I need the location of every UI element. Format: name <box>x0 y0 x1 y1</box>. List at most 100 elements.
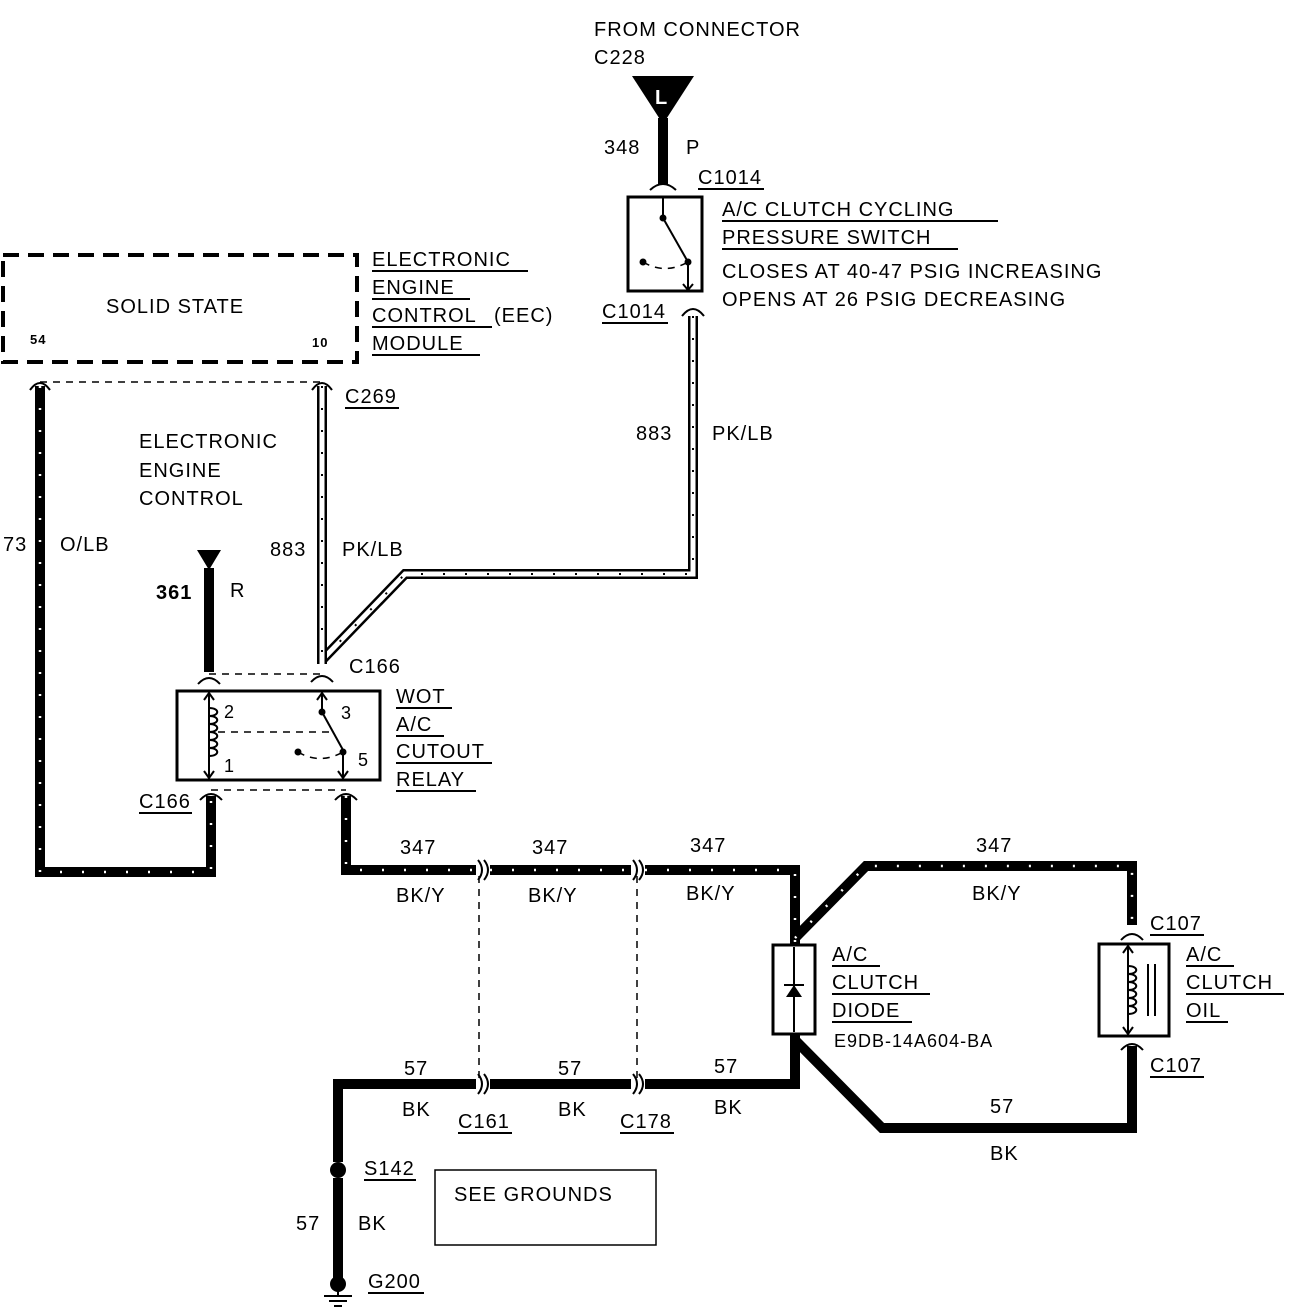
connector-c166-top-label: C166 <box>349 656 401 678</box>
wire-883-upper-color: PK/LB <box>712 423 774 445</box>
ground-g200-dot <box>330 1276 346 1292</box>
wire-73 <box>35 386 216 877</box>
wire-883-switch-to-relay <box>318 316 698 664</box>
relay-name-line3: CUTOUT <box>396 741 485 763</box>
eec-pin-10-mark <box>311 382 333 391</box>
wire-347-seg4-color: BK/Y <box>972 883 1022 905</box>
eec-module-body-text: SOLID STATE <box>106 296 244 318</box>
relay-pin-3: 3 <box>341 703 352 723</box>
connector-c107-top-label: C107 <box>1150 913 1202 935</box>
switch-name-line1: A/C CLUTCH CYCLING <box>722 199 954 221</box>
wire-361-color: R <box>230 580 245 602</box>
connector-c161-bottom-mark <box>477 1073 489 1095</box>
connector-c1014-bottom-label: C1014 <box>602 301 666 323</box>
connector-c107-bottom-label: C107 <box>1150 1055 1202 1077</box>
ground-icon <box>324 1290 352 1307</box>
wire-348-color: P <box>686 137 700 159</box>
from-connector-label: FROM CONNECTOR <box>594 19 801 41</box>
wire-57-seg4-color: BK <box>990 1143 1019 1165</box>
ac-clutch-diode <box>771 943 817 1036</box>
see-grounds-text: SEE GROUNDS <box>454 1184 613 1206</box>
wire-73-color: O/LB <box>60 534 110 556</box>
eec-module-name-line3: CONTROL <box>372 305 477 327</box>
eec-module-name-line4: MODULE <box>372 333 464 355</box>
pressure-switch <box>626 195 704 293</box>
eec-section-line2: ENGINE <box>139 460 222 482</box>
switch-note-line2: OPENS AT 26 PSIG DECREASING <box>722 289 1066 311</box>
connector-c178-label: C178 <box>620 1111 672 1133</box>
wire-57-seg1-number: 57 <box>404 1058 428 1080</box>
wire-347-seg1-number: 347 <box>400 837 436 859</box>
wire-57-seg4-number: 57 <box>990 1096 1014 1118</box>
diode-name-line2: CLUTCH <box>832 972 919 994</box>
wire-347-seg1-color: BK/Y <box>396 885 446 907</box>
eec-pin-54: 54 <box>30 332 46 347</box>
wire-347-seg4-number: 347 <box>976 835 1012 857</box>
clutch-name-line3: OIL <box>1186 1000 1221 1022</box>
wire-348-number: 348 <box>604 137 640 159</box>
connector-c107-bottom-mark <box>1120 1043 1144 1051</box>
switch-note-line1: CLOSES AT 40-47 PSIG INCREASING <box>722 261 1102 283</box>
wire-347-seg3-number: 347 <box>690 835 726 857</box>
relay-name-line4: RELAY <box>396 769 465 791</box>
eec-module-name-line3b: (EEC) <box>494 305 553 327</box>
connector-c228-symbol: L <box>632 76 694 124</box>
wire-57-seg2-color: BK <box>558 1099 587 1121</box>
wire-57-vertical-number: 57 <box>296 1213 320 1235</box>
wire-57-seg2-number: 57 <box>558 1058 582 1080</box>
ac-clutch-coil <box>1097 942 1171 1038</box>
diode-part-number: E9DB-14A604-BA <box>834 1031 993 1051</box>
connector-c107-top-mark <box>1120 933 1144 941</box>
connector-c1014-bottom-mark <box>681 308 705 317</box>
connector-c1014-top-label: C1014 <box>698 167 762 189</box>
connector-c228-label: C228 <box>594 47 646 69</box>
diode-name-line1: A/C <box>832 944 868 966</box>
wire-57-seg3-color: BK <box>714 1097 743 1119</box>
relay-pin2-top-mark <box>197 677 221 685</box>
connector-pin-label: L <box>655 87 668 109</box>
power-feed-symbol <box>197 550 221 570</box>
wire-347-seg2-color: BK/Y <box>528 885 578 907</box>
eec-pin-54-mark <box>29 382 51 391</box>
connector-c166-bottom-label: C166 <box>139 791 191 813</box>
ground-g200-label: G200 <box>368 1271 421 1293</box>
wire-73-number: 73 <box>3 534 27 556</box>
connector-c161-label: C161 <box>458 1111 510 1133</box>
wire-57-seg1-color: BK <box>402 1099 431 1121</box>
relay-pin-2: 2 <box>224 702 235 722</box>
relay-pin1-bottom-mark <box>199 793 223 801</box>
splice-s142-dot <box>330 1162 346 1178</box>
relay-name-line2: A/C <box>396 714 432 736</box>
wire-883-upper-number: 883 <box>636 423 672 445</box>
wire-883-lower-color: PK/LB <box>342 539 404 561</box>
wire-57-vertical-color: BK <box>358 1213 387 1235</box>
relay-name-line1: WOT <box>396 686 446 708</box>
splice-s142-label: S142 <box>364 1158 415 1180</box>
wire-361-number: 361 <box>156 582 192 604</box>
connector-c269-label: C269 <box>345 386 397 408</box>
wire-57 <box>333 1034 1137 1280</box>
eec-module-name-line2: ENGINE <box>372 277 455 299</box>
diode-name-line3: DIODE <box>832 1000 900 1022</box>
switch-name-line2: PRESSURE SWITCH <box>722 227 931 249</box>
relay-pin5-bottom-mark <box>334 793 358 801</box>
eec-section-line1: ELECTRONIC <box>139 431 278 453</box>
relay-pin-1: 1 <box>224 756 235 776</box>
wire-883-lower-number: 883 <box>270 539 306 561</box>
eec-section-line3: CONTROL <box>139 488 244 510</box>
eec-module-box <box>1 253 359 364</box>
see-grounds-box <box>434 1169 657 1246</box>
eec-module-name-line1: ELECTRONIC <box>372 249 511 271</box>
relay-pin-5: 5 <box>358 750 369 770</box>
wot-ac-cutout-relay <box>175 689 382 782</box>
connector-c178-top-mark <box>632 859 644 881</box>
connector-c1014-top-mark <box>649 183 677 191</box>
relay-pin3-top-mark <box>310 675 334 683</box>
wire-347 <box>341 796 1137 945</box>
wire-347-seg2-number: 347 <box>532 837 568 859</box>
connector-c178-bottom-mark <box>632 1073 644 1095</box>
wire-347-seg3-color: BK/Y <box>686 883 736 905</box>
clutch-name-line1: A/C <box>1186 944 1222 966</box>
clutch-name-line2: CLUTCH <box>1186 972 1273 994</box>
